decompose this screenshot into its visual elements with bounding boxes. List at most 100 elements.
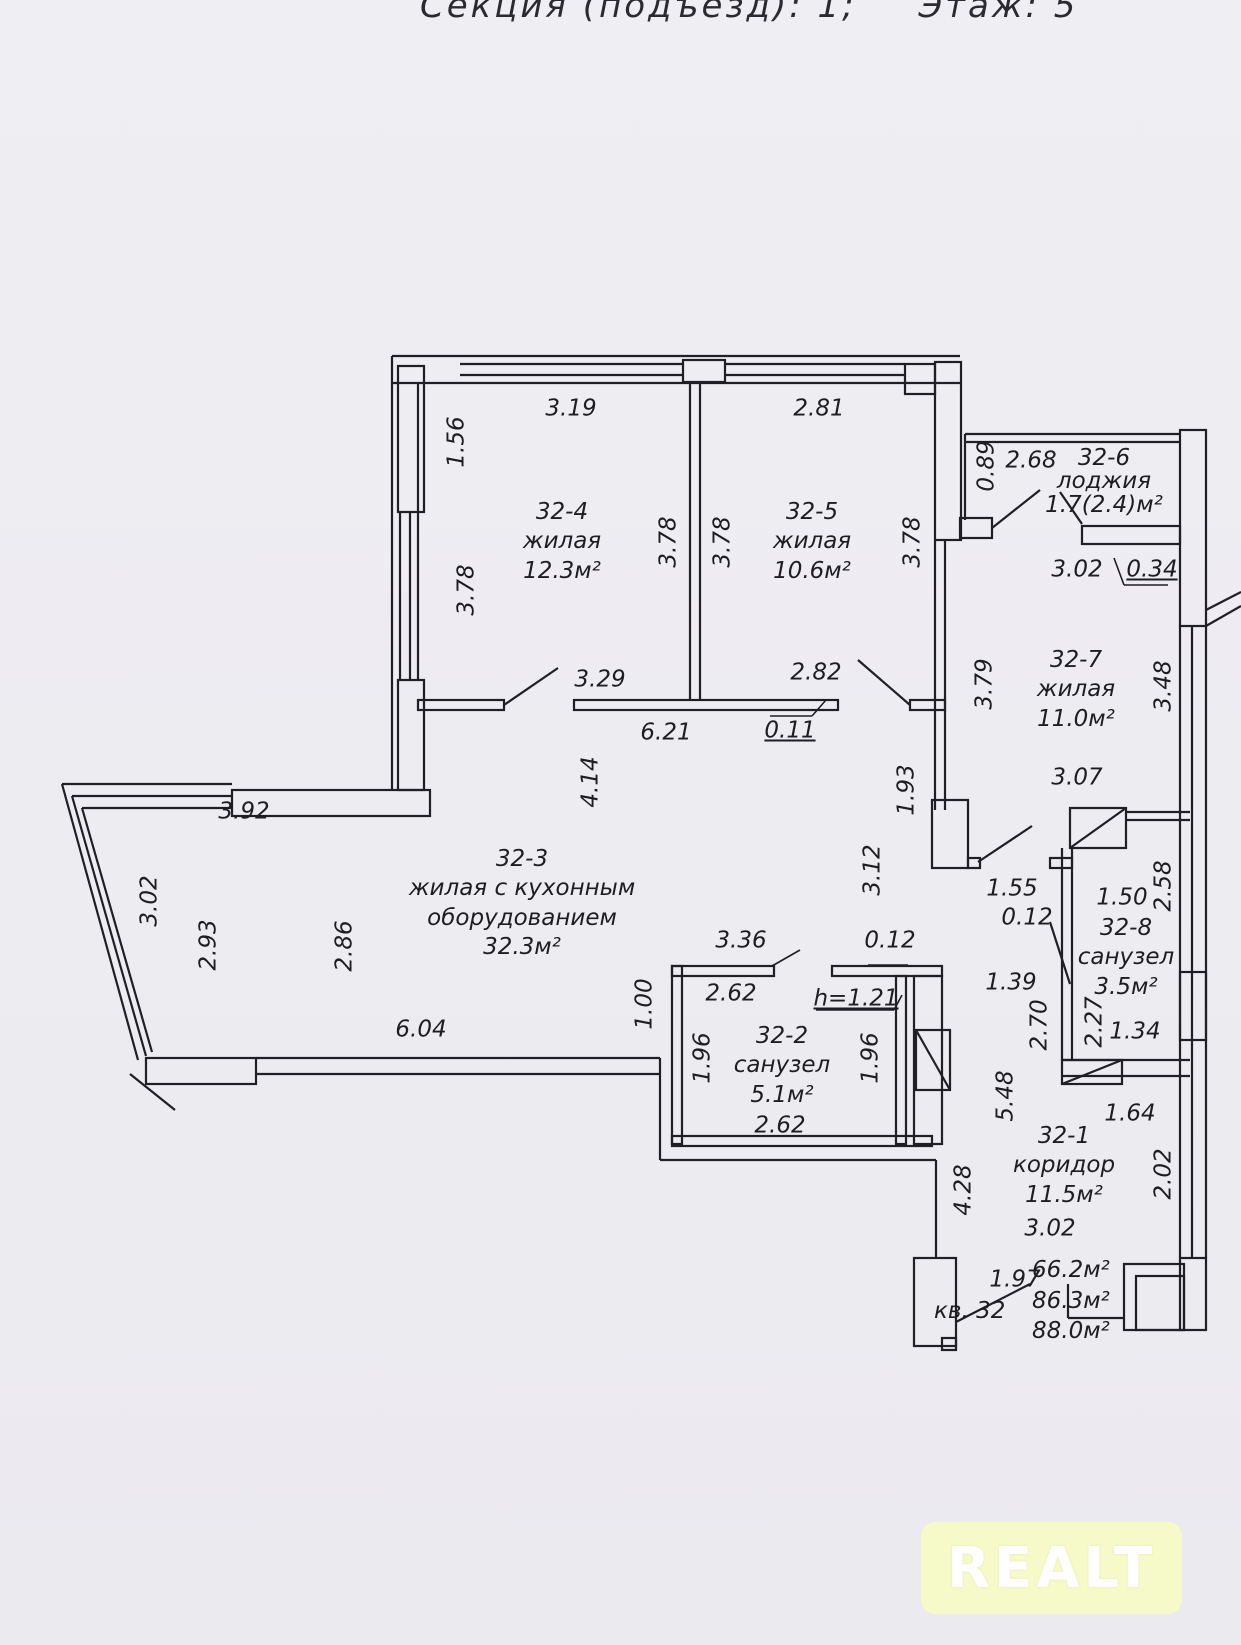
dim-label: 1.96 [689, 1032, 716, 1084]
dim-label: h=1.21 [813, 985, 899, 1012]
room-32-6-label: 32-6 лоджия 1.7(2.4)м² [1045, 444, 1163, 520]
watermark-text: REALT [946, 1535, 1157, 1601]
dim-label: 3.79 [971, 658, 998, 710]
dim-label: 1.93 [893, 764, 920, 816]
dim-label: 2.70 [1026, 999, 1053, 1051]
entry-walls [912, 1256, 1208, 1352]
room-32-4-label: 32-4 жилая 12.3м² [523, 498, 601, 586]
dim-label: 2.68 [1005, 447, 1057, 474]
dim-label: 3.78 [899, 516, 926, 568]
dim-label: 2.82 [790, 659, 842, 686]
left-wall-upper [390, 356, 426, 792]
room-type: коридор [1012, 1152, 1116, 1179]
dim-label: 2.93 [195, 919, 222, 971]
room-id: 32-6 [1077, 445, 1131, 471]
room-type: жилая [772, 528, 852, 555]
dim-label: 4.14 [577, 756, 604, 808]
room-type: жилая [1036, 676, 1116, 703]
room-32-5-label: 32-5 жилая 10.6м² [773, 498, 851, 586]
dim-label: 3.92 [218, 798, 270, 825]
dim-label: 6.21 [640, 719, 692, 746]
dim-label: 1.64 [1104, 1100, 1156, 1127]
dim-label: 3.78 [709, 516, 736, 568]
dim-label: 1.34 [1109, 1018, 1161, 1045]
room-area: 3.5м² [1094, 973, 1158, 1000]
room-area: 5.1м² [750, 1081, 814, 1108]
bay-window [60, 782, 432, 1111]
room-id: 32-8 [1099, 915, 1153, 941]
room-type: санузел [733, 1052, 831, 1079]
partition-4-3 [416, 667, 559, 712]
dim-label: 5.48 [992, 1070, 1019, 1122]
header: Секция (подъезд): 1; Этаж: 5 [420, 0, 1126, 26]
dim-label: 0.12 [1001, 904, 1053, 931]
total-area-with-loggia: 88.0м² [1032, 1318, 1110, 1345]
partition-5-7 [857, 360, 1033, 870]
apartment-number: кв. 32 [934, 1298, 1006, 1324]
section-label: Секция (подъезд): 1; [420, 0, 857, 26]
partition-4-5 [572, 383, 840, 712]
area-summary: 66.2м² 86.3м² 88.0м² [1032, 1255, 1110, 1347]
room-id: 32-1 [1037, 1123, 1091, 1149]
dim-label: 1.97 [989, 1266, 1041, 1293]
room-type: лоджия [1056, 468, 1152, 495]
room-type: жилая [522, 528, 602, 555]
dim-label: 1.39 [985, 969, 1037, 996]
dim-label: 3.02 [136, 875, 163, 927]
room-area: 10.6м² [773, 557, 851, 584]
room-32-1-label: 32-1 коридор 11.5м² [1013, 1122, 1115, 1210]
room-type: санузел [1077, 944, 1175, 971]
dim-label: 2.86 [331, 920, 358, 972]
dim-label: 3.19 [545, 395, 597, 422]
bathroom-32-2-walls [658, 964, 952, 1258]
dim-label: 1.50 [1096, 884, 1148, 911]
room-area: 12.3м² [523, 557, 601, 584]
kitchen-bottom-wall [144, 1056, 660, 1086]
room-area: 32.3м² [483, 934, 561, 961]
dim-label: 2.02 [1150, 1148, 1177, 1200]
room-32-3-label: 32-3 жилая с кухонным оборудованием 32.3… [409, 845, 635, 963]
dim-label: 2.81 [793, 395, 845, 422]
right-outer-wall [1178, 428, 1241, 1258]
dim-label: 3.36 [715, 927, 767, 954]
dim-label: 6.04 [395, 1016, 447, 1043]
room-32-2-label: 32-2 санузел 5.1м² [734, 1022, 830, 1110]
dim-label: 0.34 [1126, 556, 1178, 583]
room-type-line1: жилая с кухонным [408, 875, 636, 902]
dim-label: 0.12 [864, 927, 916, 954]
room-area: 11.0м² [1037, 705, 1115, 732]
dim-label: 3.48 [1150, 660, 1177, 712]
room-32-7-label: 32-7 жилая 11.0м² [1037, 646, 1115, 734]
realt-watermark: REALT [921, 1522, 1182, 1614]
dim-label: 3.07 [1051, 764, 1103, 791]
room-id: 32-7 [1049, 647, 1103, 673]
dim-label: 3.02 [1024, 1215, 1076, 1242]
room-id: 32-4 [535, 499, 589, 525]
room-type-line2: оборудованием [427, 904, 617, 931]
dim-label: 1.56 [443, 416, 470, 468]
dim-label: 3.12 [859, 844, 886, 896]
room-id: 32-2 [755, 1023, 809, 1049]
dim-label: 2.62 [705, 980, 757, 1007]
room-area: 11.5м² [1025, 1181, 1103, 1208]
dim-label: 2.27 [1081, 996, 1108, 1048]
bathroom-32-8-walls [1048, 806, 1190, 1086]
dim-label: 1.96 [857, 1032, 884, 1084]
dim-label: 0.11 [764, 717, 816, 744]
room-id: 32-3 [495, 846, 549, 872]
dim-label: 3.78 [655, 516, 682, 568]
dim-label: 3.29 [574, 666, 626, 693]
dimension-leaders [770, 557, 1168, 1011]
room-32-8-label: 32-8 санузел 3.5м² [1078, 914, 1174, 1002]
dim-label: 3.02 [1051, 556, 1103, 583]
dim-label: 2.62 [754, 1112, 806, 1139]
dim-label: 2.58 [1150, 860, 1177, 912]
floor-label: Этаж: 5 [918, 0, 1079, 26]
room-id: 32-5 [785, 499, 839, 525]
dim-label: 3.78 [453, 564, 480, 616]
dim-label: 1.55 [986, 875, 1038, 902]
room-area: 1.7(2.4)м² [1045, 491, 1163, 518]
dim-label: 1.00 [631, 978, 658, 1030]
